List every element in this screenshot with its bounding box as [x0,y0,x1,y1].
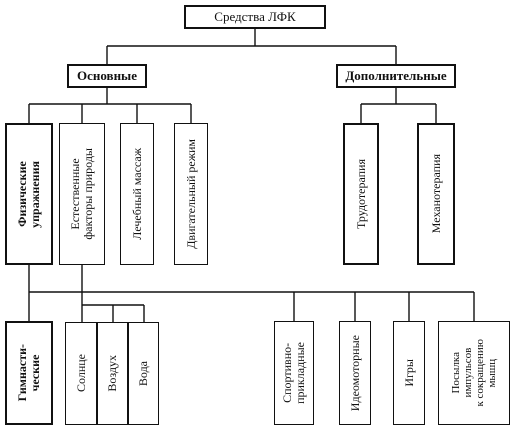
ideomotor-node: Идеомоторные [339,321,371,425]
massage-label: Лечебный массаж [129,148,144,240]
natural-factors-label: Естественные факторы природы [68,148,95,240]
motor-regime-node: Двигательный режим [174,123,208,265]
labor-therapy-node: Трудотерапия [343,123,379,265]
sport-applied-label: Спортивно- прикладные [280,342,307,404]
water-node: Вода [128,322,159,425]
mechanotherapy-node: Механотерапия [417,123,455,265]
ideomotor-label: Идеомоторные [347,334,362,412]
sport-applied-node: Спортивно- прикладные [274,321,314,425]
air-node: Воздух [97,322,128,425]
natural-factors-node: Естественные факторы природы [59,123,105,265]
group-main-node: Основные [67,64,147,88]
impulses-node: Посылка импульсов к сокращению мышц [438,321,510,425]
labor-therapy-label: Трудотерапия [353,158,368,229]
group-extra-label: Дополнительные [345,68,447,83]
mechanotherapy-label: Механотерапия [428,154,443,234]
air-label: Воздух [105,355,119,392]
games-label: Игры [401,359,416,387]
massage-node: Лечебный массаж [120,123,154,265]
physical-exercises-label: Физические упражнения [15,160,42,228]
motor-regime-label: Двигательный режим [183,139,198,249]
games-node: Игры [393,321,425,425]
group-main-label: Основные [77,68,137,83]
water-label: Вода [136,360,150,387]
impulses-label: Посылка импульсов к сокращению мышц [450,339,498,407]
sun-label: Солнце [73,354,88,393]
gymnastic-node: Гимнасти- ческие [5,321,53,425]
physical-exercises-node: Физические упражнения [5,123,53,265]
root-label: Средства ЛФК [214,9,296,24]
gymnastic-label: Гимнасти- ческие [15,344,42,402]
group-extra-node: Дополнительные [336,64,456,88]
sun-node: Солнце [65,322,97,425]
root-node: Средства ЛФК [184,5,326,29]
